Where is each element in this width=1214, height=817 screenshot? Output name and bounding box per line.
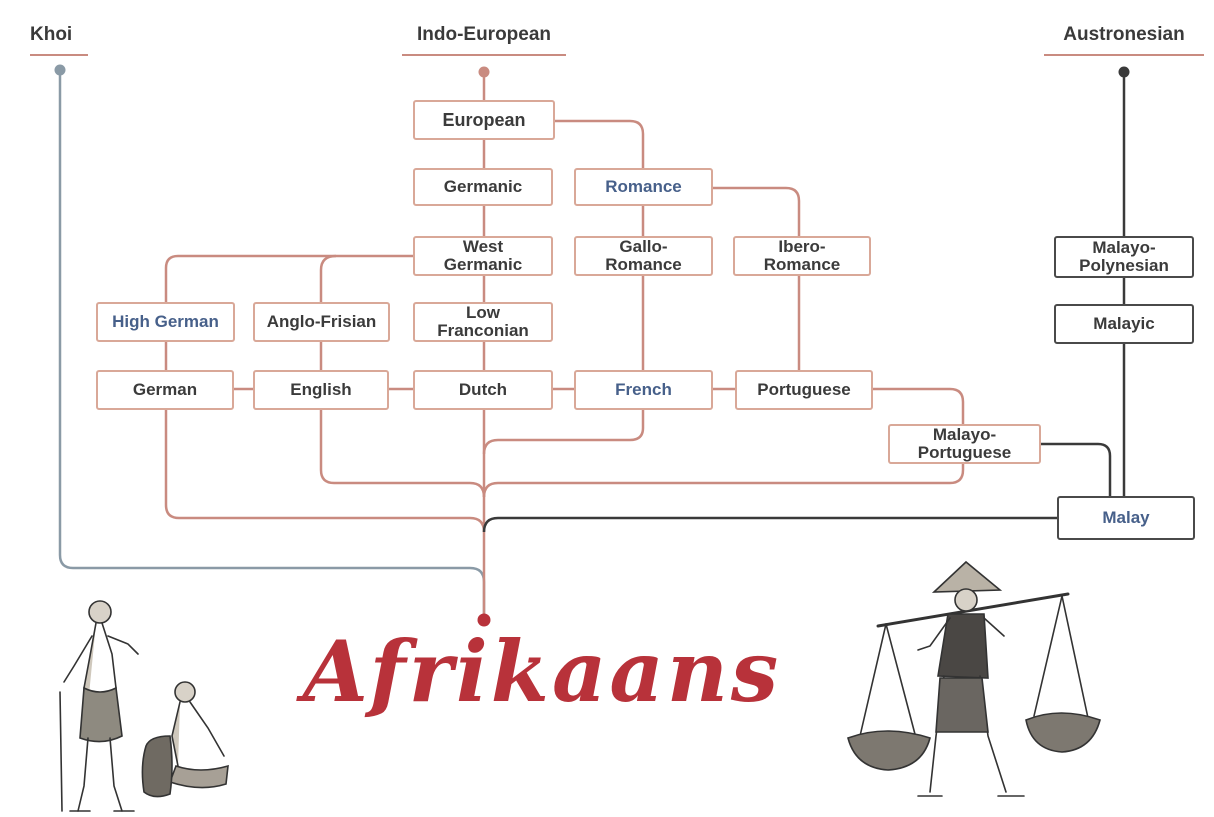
westgermanic-to-anglofrisian: [319, 254, 337, 302]
node-gallo-romance: Gallo- Romance: [574, 236, 713, 276]
root-khoi-rule: [30, 54, 88, 56]
khoi-line: [58, 70, 486, 620]
malayoportuguese-to-trunk: [482, 464, 965, 498]
node-west-germanic: West Germanic: [413, 236, 553, 276]
node-european: European: [413, 100, 555, 140]
root-indo-european: Indo-European: [416, 24, 552, 45]
node-german: German: [96, 370, 234, 410]
malayoportuguese-to-malay: [1041, 442, 1112, 496]
node-english: English: [253, 370, 389, 410]
westgermanic-to-highgerman: [164, 254, 413, 302]
afrikaans-title: Afrikaans: [302, 622, 782, 721]
afrikaans-dot: [477, 613, 491, 627]
english-to-trunk: [319, 410, 486, 498]
french-to-trunk: [482, 410, 645, 455]
node-romance: Romance: [574, 168, 713, 206]
node-high-german: High German: [96, 302, 235, 342]
portuguese-to-malayoportuguese: [873, 387, 965, 424]
node-ibero-romance: Ibero- Romance: [733, 236, 871, 276]
node-malayo-polynesian: Malayo- Polynesian: [1054, 236, 1194, 278]
node-portuguese: Portuguese: [735, 370, 873, 410]
node-low-franconian: Low Franconian: [413, 302, 553, 342]
node-dutch: Dutch: [413, 370, 553, 410]
european-to-romance: [555, 119, 645, 168]
indo-european-dot: [478, 66, 490, 78]
root-austronesian: Austronesian: [1063, 24, 1185, 45]
khoi-dot: [54, 64, 66, 76]
node-germanic: Germanic: [413, 168, 553, 206]
node-anglo-frisian: Anglo-Frisian: [253, 302, 390, 342]
root-austronesian-rule: [1044, 54, 1204, 56]
node-french: French: [574, 370, 713, 410]
node-malayo-portuguese: Malayo- Portuguese: [888, 424, 1041, 464]
khoi-people-illustration: [59, 600, 229, 812]
root-indo-european-rule: [402, 54, 566, 56]
root-khoi: Khoi: [30, 24, 73, 45]
node-malay: Malay: [1057, 496, 1195, 540]
malay-to-trunk: [482, 516, 1057, 533]
austronesian-dot: [1118, 66, 1130, 78]
german-to-trunk: [164, 410, 486, 533]
romance-to-ibero: [713, 186, 801, 236]
malay-porter-illustration: [847, 560, 1101, 797]
node-malayic: Malayic: [1054, 304, 1194, 344]
